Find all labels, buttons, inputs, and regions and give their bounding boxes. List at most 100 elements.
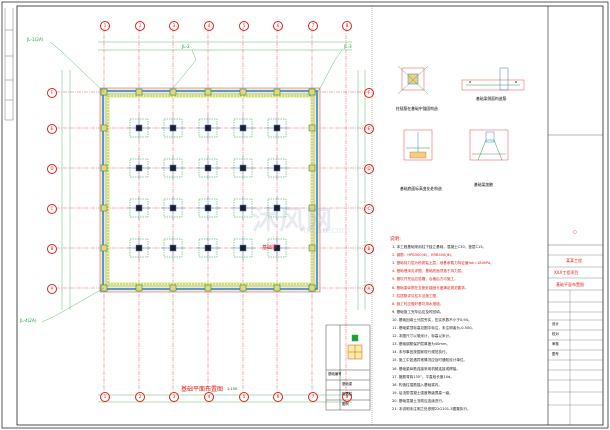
axis-bubble-top: 8 (342, 392, 352, 402)
column (204, 284, 212, 292)
pad-footing (265, 196, 289, 220)
note-line: 19. 后浇带混凝土强度等级提高一级。 (392, 390, 453, 395)
axis-bubble-top: 4 (204, 21, 214, 31)
detail-title-2: 基础梁侧面构造筋 (476, 96, 507, 101)
axis-bubble-top: 3 (169, 392, 179, 402)
column (100, 204, 108, 212)
pad-footing (196, 196, 220, 220)
column (308, 244, 316, 252)
axis-bubble-top: 6 (273, 392, 283, 402)
watermark-url: mfcad.com (300, 226, 351, 236)
callout-bottom-left: JL-4(2A) (20, 318, 37, 323)
plan-note: 基础梁 (262, 245, 278, 251)
legend-row-0: 图例 (342, 402, 349, 406)
detail-beam-haunch (469, 129, 509, 161)
pad-footing (127, 196, 151, 220)
pad-footing (196, 236, 220, 260)
column (169, 88, 177, 96)
note-line: 14. 未尽事宜按国家现行规范执行。 (392, 350, 450, 355)
detail-title-4: 基础梁加腋 (474, 182, 493, 187)
axis-bubble-top: 3 (169, 21, 179, 31)
stamp-mark-icon (573, 230, 577, 234)
detail-beam-side-rebar (461, 67, 525, 91)
note-line: 6. 基础梁纵筋在支座处锚固长度满足规范要求。 (392, 285, 469, 290)
note-line: 21. 本说明未注明之处参照22G101-3图集执行。 (392, 407, 471, 411)
axis-bubble-left: E (47, 124, 57, 134)
axis-bubble-top: 5 (239, 392, 249, 402)
pad-footing (127, 236, 151, 260)
watermark-logo: 沐风网 (252, 206, 334, 236)
note-line: 17. 箍筋弯钩135°，平直段长度10d。 (392, 374, 454, 379)
pad-footing (231, 156, 255, 180)
pad-footing (161, 156, 185, 180)
pad-footing (231, 116, 255, 140)
note-line: 5. 基坑开挖后应验槽，合格后方可施工。 (392, 277, 458, 282)
title-building: XXX工程项目 (554, 270, 579, 275)
note-line: 16. 基础梁纵筋连接采用机械连接或焊接。 (392, 366, 460, 371)
note-line: 2. 钢筋：HPB300(Φ)，HRB400(Φ)。 (392, 253, 455, 258)
pad-footing (265, 116, 289, 140)
pad-footing (265, 236, 289, 260)
legend-row-3: 构造柱 (342, 392, 353, 396)
note-line: 18. 构造柱插筋锚入基础梁内。 (392, 382, 442, 387)
main-plan-title: 基础平面布置图 (181, 386, 224, 393)
axis-bubble-top: 4 (204, 392, 214, 402)
axis-bubble-top: 1 (100, 21, 110, 31)
pad-footing (196, 116, 220, 140)
title-field-design: 设计 (552, 322, 559, 326)
pad-footing (161, 116, 185, 140)
column (308, 164, 316, 172)
axis-bubble-left: A (364, 284, 374, 294)
axis-bubble-top: 7 (308, 21, 318, 31)
axis-bubble-top: 2 (135, 21, 145, 31)
note-line: 13. 基础钢筋保护层厚度为40mm。 (392, 342, 450, 347)
column (169, 284, 177, 292)
axis-bubble-left: B (364, 244, 374, 254)
axis-bubble-left: D (47, 164, 57, 174)
binding-strip (4, 8, 14, 121)
title-field-check: 校对 (552, 332, 559, 336)
pad-footing (231, 196, 255, 220)
detail-column-anchorage (397, 65, 429, 95)
title-field-review: 审核 (552, 342, 559, 346)
legend-row-2: 基础梁 (342, 382, 353, 386)
column (100, 164, 108, 172)
axis-bubble-top: 7 (308, 392, 318, 402)
callout-top-left: JL-1(2A) (27, 37, 44, 42)
column (308, 204, 316, 212)
title-field-number: 图号 (552, 352, 559, 356)
callout-top-right: JL-3 (344, 44, 352, 49)
detail-elevation-change (403, 129, 433, 161)
foundation-outline (99, 87, 321, 293)
column (239, 284, 247, 292)
column (135, 284, 143, 292)
title-block-frame (547, 6, 603, 425)
note-line: 11. 基础梁顶标高见图中标注，未注明者为-0.500。 (392, 326, 476, 330)
axis-bubble-top: 5 (239, 21, 249, 31)
note-line: 12. 本图尺寸以毫米计，标高以米计。 (392, 334, 453, 339)
column (273, 88, 281, 96)
detail-title-1: 柱插筋在基础中锚固构造 (396, 106, 438, 111)
note-line: 10. 基础回填土分层夯实，压实系数不小于0.94。 (392, 317, 472, 322)
column (308, 124, 316, 132)
pad-footing (231, 236, 255, 260)
pad-footing (265, 156, 289, 180)
note-line: 15. 施工中如遇异常情况应及时通知设计单位。 (392, 358, 468, 363)
axis-bubble-top: 1 (100, 392, 110, 402)
note-line: 4. 基础埋深见详图，基础底面须落于持力层。 (392, 269, 465, 274)
pad-footing (127, 116, 151, 140)
callout-top-mid: JL-2 (182, 44, 190, 49)
legend-row-1: 基础编号 (328, 372, 342, 376)
axis-bubble-left: F (47, 88, 57, 98)
note-line: 7. 柱插筋详见柱平法施工图。 (392, 293, 440, 298)
column (100, 124, 108, 132)
pad-footing (161, 196, 185, 220)
note-line: 3. 基础持力层为粉质粘土层，地基承载力特征值fak=180kPa。 (392, 261, 494, 266)
pad-footing (196, 156, 220, 180)
note-line: 9. 基础施工完毕后应及时回填。 (392, 309, 444, 314)
pad-footing (161, 236, 185, 260)
axis-bubble-left: B (47, 244, 57, 254)
column (308, 284, 316, 292)
title-project: 某某工程 (566, 258, 582, 263)
